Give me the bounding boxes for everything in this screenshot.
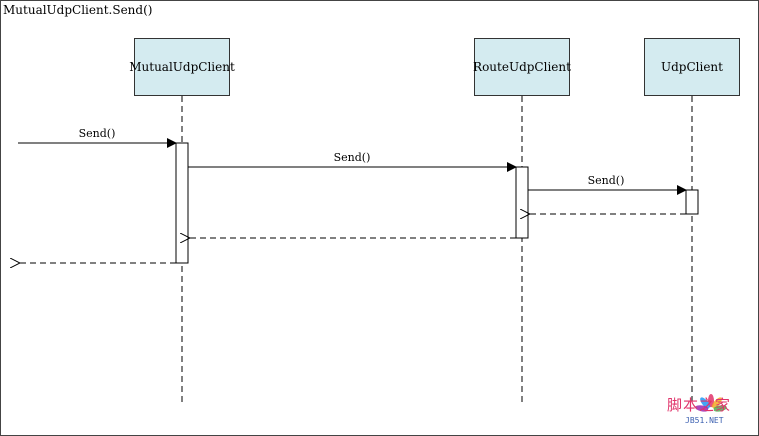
message-label-send-3: Send() [587,174,625,187]
lifeline-box-routeudpclient: RouteUdpClient [473,38,571,96]
lifeline-box-udpclient: UdpClient [644,38,740,96]
activation-routeudpclient [515,166,529,239]
diagram-title: MutualUdpClient.Send() [3,3,153,17]
activation-udpclient [685,189,699,215]
lifeline-box-mutualudpclient: MutualUdpClient [129,38,235,96]
lifeline-label-mutualudpclient: MutualUdpClient [129,60,235,74]
watermark-logo: 脚本之家 JB51.NET [667,392,753,432]
lifeline-label-routeudpclient: RouteUdpClient [473,60,571,74]
activation-mutualudpclient [175,142,189,264]
message-label-send-2: Send() [333,151,371,164]
watermark-text: 脚本之家 [667,396,732,414]
lifeline-label-udpclient: UdpClient [661,60,723,74]
message-label-send-1: Send() [78,127,116,140]
watermark-subtext: JB51.NET [685,416,724,425]
flower-icon [695,394,727,413]
